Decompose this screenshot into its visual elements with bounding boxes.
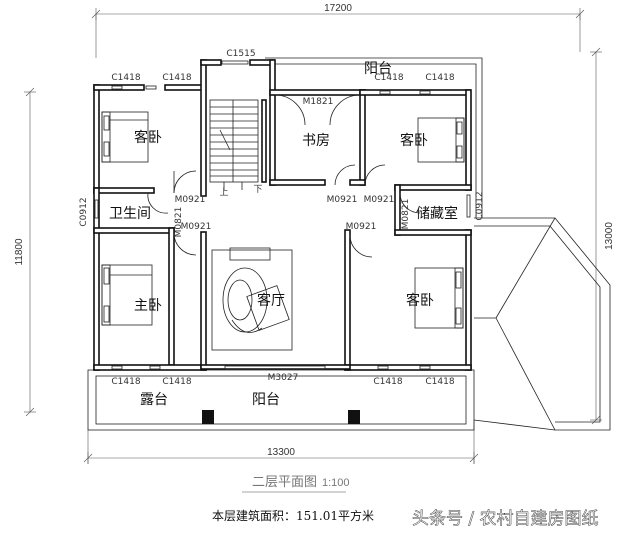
dimension-lines — [24, 8, 602, 464]
label-m0821-b: M0821 — [401, 199, 411, 230]
watermark-text: 头条号 / 农村自建房图纸 — [412, 509, 599, 529]
dim-left-height: 11800 — [14, 238, 25, 266]
furniture — [101, 111, 465, 424]
dim-top-width: 17200 — [324, 3, 352, 14]
stair-up-mark: 上 — [219, 187, 228, 198]
room-terrace: 露台 — [140, 392, 168, 408]
walls — [93, 59, 472, 371]
label-c1515: C1515 — [226, 49, 255, 59]
room-bathroom: 卫生间 — [109, 206, 151, 222]
label-m0921-d: M0921 — [181, 222, 212, 232]
label-c1418-e: C1418 — [111, 377, 140, 387]
dim-bottom-width: 13300 — [267, 447, 295, 458]
label-m0921-a: M0921 — [175, 195, 206, 205]
room-master-bedroom: 主卧 — [134, 298, 162, 314]
staircase — [209, 99, 259, 190]
label-c1418-d: C1418 — [425, 73, 454, 83]
label-m1821: M1821 — [303, 97, 334, 107]
window-marks — [94, 60, 471, 370]
drawing-scale: 1:100 — [322, 477, 350, 489]
room-study: 书房 — [302, 133, 330, 149]
label-m0921-e: M0921 — [346, 222, 377, 232]
roof-outline — [87, 57, 611, 431]
label-c0912-right: C0912 — [475, 191, 485, 220]
room-bedroom-se: 客卧 — [406, 292, 434, 309]
dim-right-height: 13000 — [604, 222, 615, 250]
room-bedroom-nw: 客卧 — [134, 129, 162, 146]
room-storage: 储藏室 — [416, 205, 458, 222]
room-living: 客厅 — [257, 292, 285, 309]
label-c1418-f: C1418 — [162, 377, 191, 387]
floor-area-note: 本层建筑面积：151.01平方米 — [212, 508, 374, 523]
label-c0912-left: C0912 — [79, 197, 89, 226]
door-swings — [147, 94, 421, 258]
label-m0921-b: M0921 — [327, 195, 358, 205]
room-bedroom-ne: 客卧 — [400, 132, 428, 149]
label-m0821-a: M0821 — [174, 207, 184, 238]
label-c1418-c: C1418 — [374, 73, 403, 83]
stair-down-mark: 下 — [253, 185, 262, 195]
label-c1418-a: C1418 — [111, 73, 140, 83]
label-c1418-g: C1418 — [373, 377, 402, 387]
label-m3027: M3027 — [268, 373, 299, 383]
label-c1418-b: C1418 — [162, 73, 191, 83]
room-balcony-bottom: 阳台 — [252, 392, 280, 408]
label-m0921-c: M0921 — [364, 195, 395, 205]
drawing-title: 二层平面图 — [252, 475, 317, 490]
label-c1418-h: C1418 — [425, 377, 454, 387]
room-balcony-top: 阳台 — [364, 61, 392, 77]
